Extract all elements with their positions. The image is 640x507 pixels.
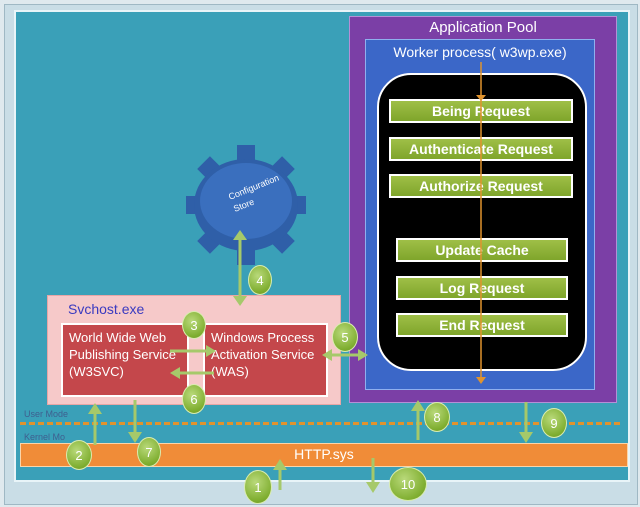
step-badge-5: 5 bbox=[332, 322, 358, 352]
step-badge-6: 6 bbox=[182, 384, 206, 414]
step-badge-1: 1 bbox=[244, 470, 272, 504]
step-badge-9: 9 bbox=[541, 408, 567, 438]
pipeline-step-end-request: End Request bbox=[396, 313, 568, 337]
was-line-1: Windows Process bbox=[211, 330, 315, 345]
was-line-2: Activation Service bbox=[211, 347, 315, 362]
step-badge-7: 7 bbox=[137, 437, 161, 467]
arrow-http-to-worker bbox=[411, 400, 425, 440]
pipeline-entry-arrowhead bbox=[476, 95, 486, 101]
w3svc-line-1: World Wide Web bbox=[69, 330, 167, 345]
pipeline-exit-arrowhead bbox=[476, 377, 486, 384]
step-badge-8: 8 bbox=[424, 402, 450, 432]
arrow-w3svc-up bbox=[88, 403, 102, 445]
arrow-response-out bbox=[366, 458, 380, 493]
arrow-was-to-worker bbox=[322, 349, 368, 361]
arrow-request-in bbox=[273, 459, 287, 490]
svchost-title: Svchost.exe bbox=[68, 301, 145, 317]
http-sys-label: HTTP.sys bbox=[294, 446, 354, 462]
configuration-store-icon bbox=[186, 145, 306, 265]
arrow-was-to-w3svc bbox=[170, 367, 214, 379]
pipeline-step-log-request: Log Request bbox=[396, 276, 568, 300]
was-service: Windows Process Activation Service (WAS) bbox=[203, 323, 328, 397]
http-sys: HTTP.sys bbox=[20, 443, 628, 467]
step-badge-3: 3 bbox=[182, 311, 206, 339]
application-pool-title: Application Pool bbox=[429, 19, 537, 36]
worker-process-title: Worker process( w3wp.exe) bbox=[393, 44, 567, 60]
w3svc-line-3: (W3SVC) bbox=[69, 364, 124, 379]
user-mode-label: User Mode bbox=[24, 409, 69, 419]
step-badge-2: 2 bbox=[66, 440, 92, 470]
step-badge-10: 10 bbox=[389, 467, 427, 501]
pipeline-step-update-cache: Update Cache bbox=[396, 238, 568, 262]
arrow-w3svc-to-was bbox=[170, 345, 216, 357]
step-badge-4: 4 bbox=[248, 265, 272, 295]
kernel-mode-label: Kernel Mo bbox=[24, 432, 66, 442]
arrow-worker-to-http bbox=[519, 402, 533, 443]
was-line-3: (WAS) bbox=[211, 364, 249, 379]
arrow-w3svc-down bbox=[128, 400, 142, 443]
user-kernel-divider bbox=[20, 422, 620, 425]
w3svc-service: World Wide Web Publishing Service (W3SVC… bbox=[61, 323, 189, 397]
w3svc-line-2: Publishing Service bbox=[69, 347, 176, 362]
arrow-config-to-svchost bbox=[233, 230, 247, 306]
